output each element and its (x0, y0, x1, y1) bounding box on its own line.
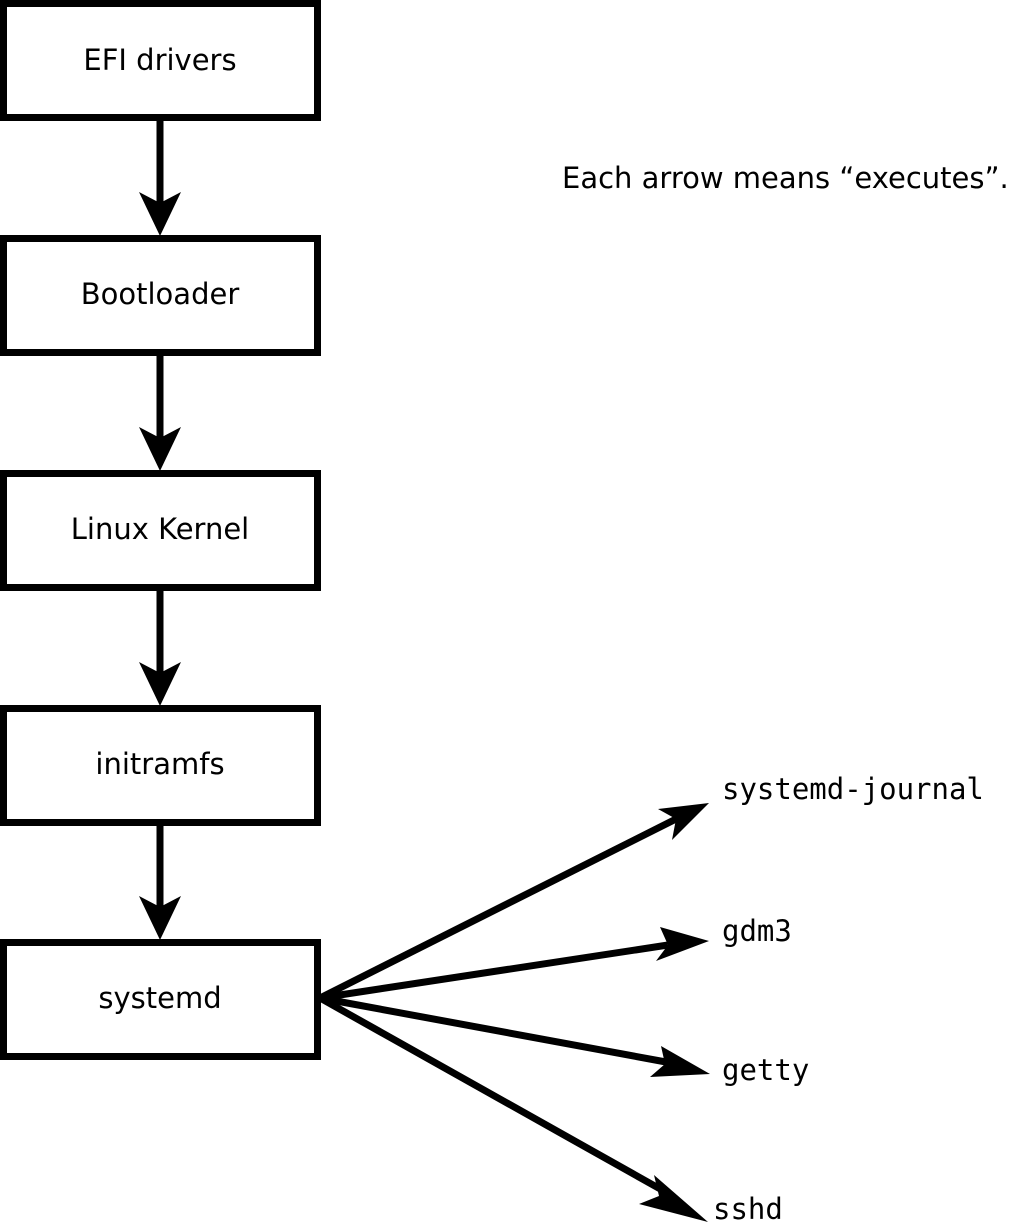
edge-systemd-to-gdm3 (319, 927, 709, 1002)
edge-initramfs-to-systemd (139, 823, 181, 940)
node-box-bootloader (0, 235, 321, 356)
arrowhead-icon (658, 803, 709, 840)
arrowhead-icon (139, 427, 181, 471)
arrowhead-icon (650, 1046, 710, 1077)
leaf-label-sshd: sshd (713, 1192, 783, 1226)
node-efi-drivers[interactable]: EFI drivers (0, 0, 321, 121)
leaf-label-gdm3: gdm3 (722, 914, 792, 948)
leaf-label-systemd-journal: systemd-journal (722, 772, 984, 806)
edge-bootloader-to-linux-kernel (139, 353, 181, 471)
node-box-linux-kernel (0, 470, 321, 591)
arrowhead-icon (139, 896, 181, 940)
edge-systemd-to-getty (319, 994, 710, 1077)
node-label-bootloader: Bootloader (81, 277, 240, 311)
node-systemd[interactable]: systemd (0, 939, 321, 1060)
node-box-initramfs (0, 705, 321, 826)
edge-systemd-to-systemd-journal (318, 803, 709, 1002)
node-linux-kernel[interactable]: Linux Kernel (0, 470, 321, 591)
arrowhead-icon (139, 192, 181, 236)
edge-efi-drivers-to-bootloader (139, 118, 181, 236)
node-bootloader[interactable]: Bootloader (0, 235, 321, 356)
node-box-efi-drivers (0, 0, 321, 121)
arrowhead-icon (139, 662, 181, 706)
arrowhead-icon (639, 1175, 708, 1222)
edge-linux-kernel-to-initramfs (139, 588, 181, 706)
node-label-efi-drivers: EFI drivers (83, 43, 236, 77)
diagram-caption: Each arrow means “executes”. (562, 161, 1009, 195)
edge-systemd-to-sshd (318, 994, 708, 1222)
node-label-linux-kernel: Linux Kernel (71, 512, 249, 546)
node-initramfs[interactable]: initramfs (0, 705, 321, 826)
node-box-systemd (0, 939, 321, 1060)
node-label-initramfs: initramfs (95, 747, 224, 781)
arrowhead-icon (656, 927, 709, 961)
leaf-label-getty: getty (722, 1053, 809, 1087)
node-label-systemd: systemd (98, 981, 221, 1015)
